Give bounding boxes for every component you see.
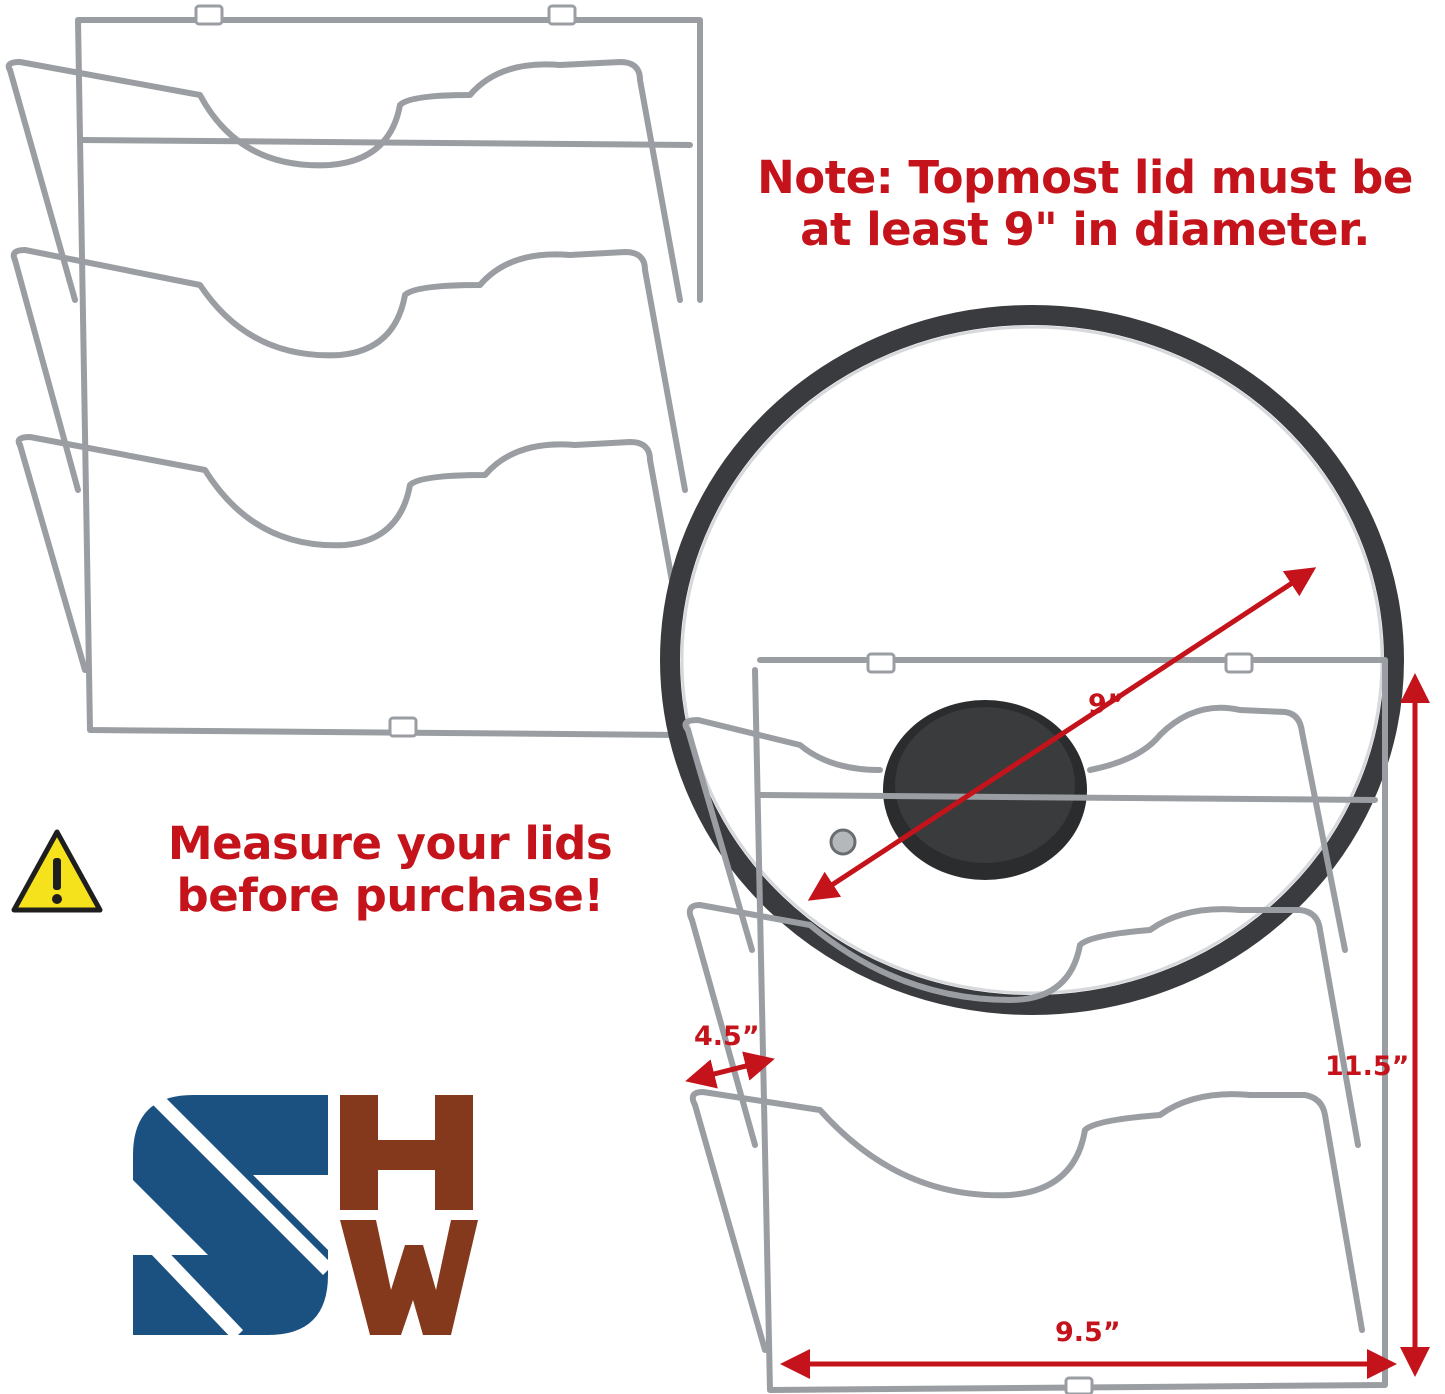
left-rack [5,17,703,738]
note-line-1: Note: Topmost lid must be [757,151,1413,204]
measure-warning: Measure your lids before purchase! [140,818,640,922]
depth-label: 4.5” [694,1021,760,1052]
height-label: 11.5” [1325,1051,1410,1082]
note-line-2: at least 9" in diameter. [800,203,1370,256]
dimension-arrows [685,567,1430,1379]
depth-arrow [685,1051,775,1089]
width-label: 9.5” [1055,1317,1121,1348]
measure-line-2: before purchase! [176,869,604,922]
topmost-lid-note: Note: Topmost lid must be at least 9" in… [740,152,1430,256]
lid-diameter-label: 9” [1088,689,1125,720]
shw-logo [133,1095,478,1335]
left-rack-mounting-tabs [194,4,577,738]
measure-line-1: Measure your lids [167,817,613,870]
warning-triangle-icon [11,829,103,913]
diameter-arrow [807,567,1317,901]
